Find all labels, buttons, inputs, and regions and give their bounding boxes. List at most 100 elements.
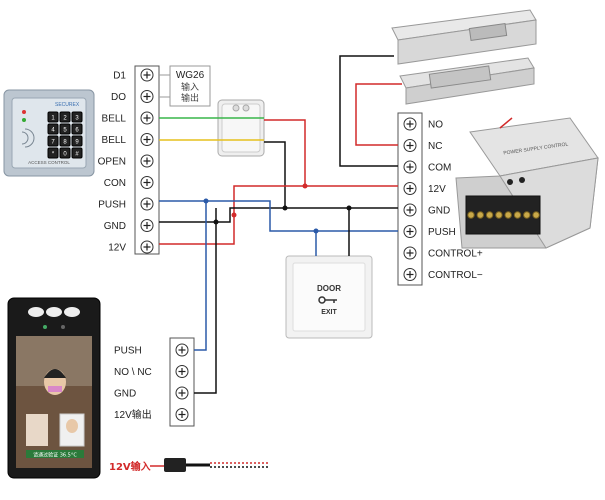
keypad-terminal <box>140 154 154 168</box>
face-push-wire <box>194 201 207 351</box>
keypad-key-label: 7 <box>51 140 55 146</box>
wg26-output-label: 输出 <box>181 92 199 104</box>
face-terminal-label: 12V输出 <box>114 408 152 421</box>
door-bell <box>217 99 265 157</box>
keypad-terminal <box>140 90 154 103</box>
keypad-key-label: 5 <box>63 128 67 134</box>
keypad-key[interactable]: 0 <box>59 147 71 159</box>
keypad-key-label: 9 <box>75 140 79 146</box>
keypad-key-label: 0 <box>63 152 67 158</box>
face-terminal <box>175 408 189 421</box>
keypad-key-label: 4 <box>51 128 55 134</box>
key-icon <box>318 296 337 304</box>
wg26-title: WG26 <box>176 70 205 81</box>
keypad-key[interactable]: 3 <box>71 111 83 123</box>
keypad-key[interactable]: 1 <box>47 111 59 123</box>
psu-terminal-label: PUSH <box>428 227 456 238</box>
keypad-key-grid: 1 2 3 4 5 6 7 8 9 * 0 # <box>47 111 83 159</box>
keypad-key-label: 6 <box>75 128 79 134</box>
psu-terminal-label: 12V <box>428 184 446 195</box>
keypad-terminal-label: BELL <box>102 114 127 125</box>
power-input-label: 12V输入 <box>109 460 151 473</box>
psu-terminal <box>403 182 417 195</box>
psu-terminal-label: NO <box>428 120 443 131</box>
psu-terminal-label: GND <box>428 206 450 217</box>
psu-terminals: NO NC COM 12V GND PUSH CONTROL+ CONTROL− <box>403 117 483 281</box>
bell-red-wire <box>264 119 398 187</box>
face-terminal <box>175 343 189 357</box>
face-terminal-label: NO \ NC <box>114 367 152 378</box>
psu-terminal <box>403 139 417 152</box>
keypad-terminal <box>140 111 154 125</box>
keypad-led-icon <box>22 110 26 114</box>
psu-terminal-label: CONTROL− <box>428 270 483 281</box>
keypad-key-label: 8 <box>63 140 67 146</box>
keypad-gnd-wire <box>159 207 398 223</box>
wg26-box: WG26 输入 输出 <box>159 65 211 107</box>
keypad-terminal-label: CON <box>104 178 126 189</box>
keypad-terminal <box>140 240 154 254</box>
psu-terminal-label: NC <box>428 141 442 152</box>
keypad-key[interactable]: 2 <box>59 111 71 123</box>
keypad-key[interactable]: 4 <box>47 123 59 135</box>
keypad-key-label: 3 <box>75 116 79 122</box>
lock-black-wire <box>339 55 398 167</box>
keypad-terminal <box>140 219 154 232</box>
keypad-key[interactable]: 5 <box>59 123 71 135</box>
keypad-key[interactable]: 6 <box>71 123 83 135</box>
keypad-terminal-label: OPEN <box>98 157 126 168</box>
psu-terminal <box>403 160 417 174</box>
keypad-key[interactable]: # <box>71 147 83 159</box>
face-device-caption: 请通过验证 36.5°C <box>33 452 77 459</box>
keypad-terminal <box>140 68 154 82</box>
keypad-terminal-label: DO <box>111 92 126 103</box>
keypad-key[interactable]: 8 <box>59 135 71 147</box>
keypad-push-wire <box>159 200 398 232</box>
keypad-led-icon <box>22 118 26 122</box>
wires <box>150 55 513 472</box>
face-recognition-terminal: 请通过验证 36.5°C <box>7 297 101 479</box>
keypad-key[interactable]: * <box>47 147 59 159</box>
wg26-input-label: 输入 <box>181 81 199 93</box>
keypad-terminal-label: D1 <box>113 71 126 82</box>
psu-terminal-label: COM <box>428 163 451 174</box>
keypad-key[interactable]: 9 <box>71 135 83 147</box>
power-plug-icon <box>164 458 186 472</box>
psu-terminal-label: CONTROL+ <box>428 249 483 260</box>
face-terminal <box>175 365 189 378</box>
keypad-key-label: 2 <box>63 116 67 122</box>
keypad-key-label: 1 <box>51 116 55 122</box>
psu-terminal <box>403 117 417 131</box>
keypad-brand: SECUREX <box>55 102 80 108</box>
face-gnd-wire <box>194 208 217 394</box>
keypad-terminal-label: 12V <box>108 243 126 254</box>
power-supply-unit: POWER SUPPLY CONTROL <box>455 117 599 249</box>
face-terminal-label: PUSH <box>114 346 142 357</box>
magnetic-lock <box>391 9 537 105</box>
exit-button[interactable]: DOOR EXIT <box>285 255 373 339</box>
junction-dots <box>203 183 352 234</box>
psu-lead-red <box>499 117 513 129</box>
keypad-terminal-label: BELL <box>102 135 127 146</box>
keypad-terminal <box>140 197 154 211</box>
keypad-key-label: * <box>52 152 55 158</box>
lock-red-wire <box>355 83 402 146</box>
keypad-terminal <box>140 133 154 146</box>
psu-terminal <box>403 203 417 217</box>
rfid-icon <box>21 128 35 148</box>
keypad-key-label: # <box>75 152 79 158</box>
keypad-terminal-label: PUSH <box>98 200 126 211</box>
keypad-terminal <box>140 176 154 189</box>
keypad-terminal-label: GND <box>104 221 126 232</box>
psu-terminal <box>403 268 417 281</box>
exit-button-label-top: DOOR <box>317 284 341 293</box>
exit-button-label-bottom: EXIT <box>321 309 337 316</box>
keypad-key[interactable]: 7 <box>47 135 59 147</box>
face-terminal <box>175 386 189 400</box>
psu-terminal <box>403 246 417 260</box>
bell-black-wire <box>264 141 286 208</box>
